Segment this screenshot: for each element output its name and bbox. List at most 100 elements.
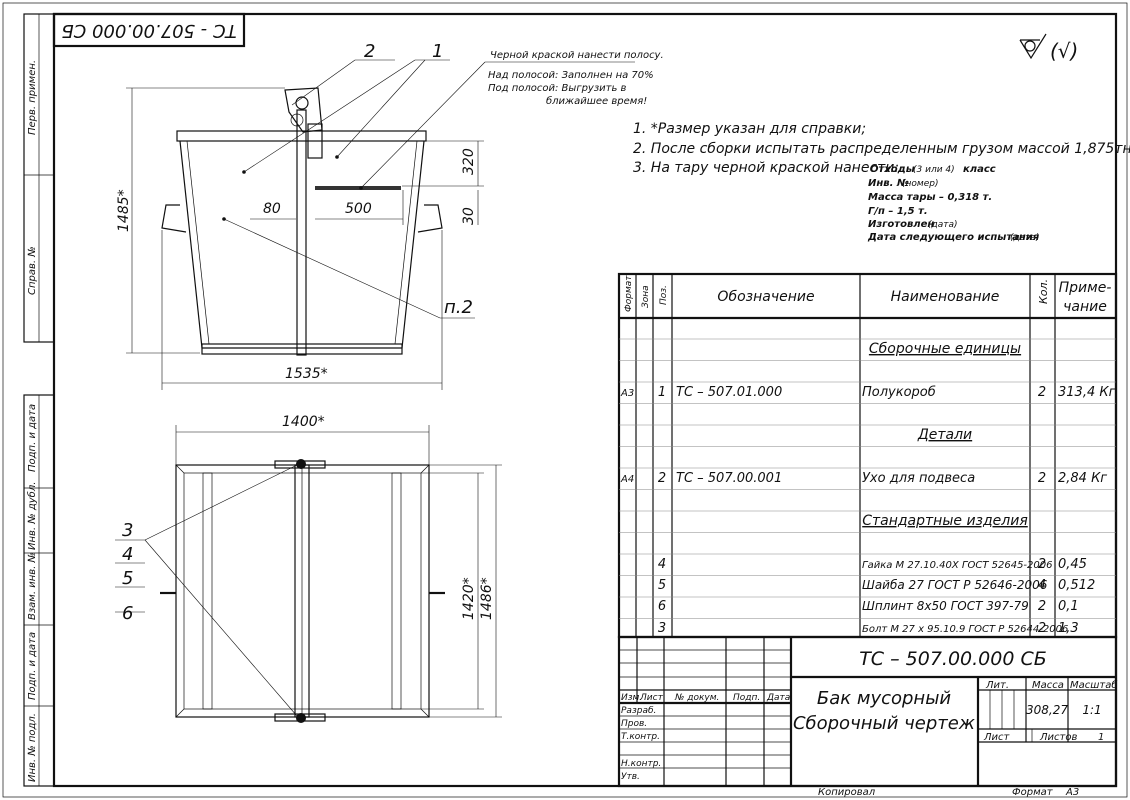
spec-row-format: А3 [620, 388, 634, 399]
note-3f-bold: Дата следующего испытания [867, 232, 1040, 243]
spec-header-note-2: чание [1063, 299, 1107, 315]
spec-row-name: Болт М 27 х 95.10.9 ГОСТ Р 52644-2006 [862, 624, 1068, 635]
rotated-designation-box: ТС - 507.00.000 СБ [52, 12, 246, 48]
label-scale: Масштаб [1070, 679, 1118, 691]
spec-row-pos: 1 [658, 385, 666, 400]
spec-row-note: 1,3 [1058, 621, 1079, 636]
roughness-mark: (√) [1019, 33, 1078, 63]
col-sign: Подп. [733, 693, 760, 703]
spec-row-name: Ухо для подвеса [862, 471, 975, 486]
dim-1535: 1535* [285, 366, 328, 382]
value-format: А3 [1065, 787, 1079, 798]
paint-stripe [315, 186, 401, 190]
label-sheet: Лист [983, 732, 1011, 743]
note-1: 1. *Размер указан для справки; [633, 121, 866, 137]
side-stamp-label-1: Перв. примен. [27, 60, 38, 135]
side-stamp-label-7: Инв. № подл. [27, 713, 38, 782]
note-3e-bold: Изготовлен [868, 219, 934, 230]
spec-header-qty: Кол. [1037, 279, 1050, 304]
side-stamp-label-2: Справ. № [27, 246, 38, 295]
rotated-designation: ТС - 507.00.000 СБ [61, 20, 236, 41]
spec-row-pos: 4 [658, 557, 666, 572]
label-format: Формат [1012, 787, 1054, 798]
note-3b-bold: Инв. № [868, 178, 909, 189]
spec-row-note: 0,512 [1058, 578, 1095, 593]
spec-row-pos: 2 [658, 471, 666, 486]
spec-row-pos: 5 [658, 578, 666, 593]
spec-row-qty: 2 [1038, 385, 1046, 400]
callout-3: 3 [122, 520, 133, 541]
spec-row-note: 2,84 Кг [1058, 471, 1107, 486]
roughness-text: (√) [1050, 39, 1078, 63]
dim-1400: 1400* [282, 414, 325, 430]
spec-header-format: Формат [624, 275, 634, 312]
note-3f-small: (дата) [1010, 233, 1040, 243]
spec-row-qty: 2 [1038, 471, 1046, 486]
side-stamp-label-4: Инв. № дубл. [26, 482, 38, 550]
label-kopiroval: Копировал [818, 787, 876, 798]
col-date: Дата [766, 693, 790, 703]
dim-30: 30 [461, 207, 477, 225]
spec-row-pos: 6 [658, 599, 666, 614]
spec-header-designation: Обозначение [717, 289, 814, 305]
spec-row-pos: 3 [658, 621, 666, 636]
spec-row-designation: ТС – 507.01.000 [676, 385, 782, 400]
callout-2: 2 [364, 41, 375, 62]
paint-note-line-1: Черной краской нанести полосу. [490, 50, 664, 61]
title-line-1: Бак мусорный [817, 688, 952, 709]
spec-row-designation: ТС – 507.00.001 [676, 471, 782, 486]
callout-p2: п.2 [444, 297, 473, 318]
note-3d: Г/п – 1,5 т. [868, 206, 928, 217]
row-utv: Утв. [621, 772, 640, 782]
spec-row-name: Полукороб [862, 385, 936, 400]
title-block: ТС – 507.00.000 СБ Бак мусорный Сборочны… [617, 635, 1118, 788]
value-sheets: 1 [1098, 732, 1104, 743]
side-stamp: Перв. примен. Справ. № Подп. и дата Инв.… [23, 13, 55, 787]
title-line-2: Сборочный чертеж [793, 713, 976, 734]
note-3e-small: (дата) [928, 220, 958, 230]
side-stamp-label-5: Взам. инв. № [27, 552, 38, 620]
title-designation: ТС – 507.00.000 СБ [859, 648, 1047, 670]
note-3a-small: (3 или 4) [913, 165, 955, 175]
spec-section-title: Детали [917, 427, 972, 443]
specification-table: Формат Зона Поз. Обозначение Наименовани… [617, 272, 1118, 639]
dim-500: 500 [345, 201, 372, 217]
dim-320: 320 [461, 148, 477, 175]
spec-header-name: Наименование [891, 289, 1000, 305]
note-3a-bold: Отходы [870, 164, 915, 175]
col-izm: Изм. [621, 693, 642, 703]
spec-row-qty: 4 [1038, 578, 1046, 593]
spec-header-zone: Зона [641, 285, 651, 308]
callout-6: 6 [122, 603, 133, 624]
row-razrab: Разраб. [621, 706, 656, 716]
value-scale: 1:1 [1082, 703, 1101, 717]
spec-row-name: Шплинт 8х50 ГОСТ 397-79 [862, 599, 1029, 613]
top-view: 3 4 5 6 1400* 1420* 1486* [115, 414, 502, 723]
paint-note-line-2: Над полосой: Заполнен на 70% [488, 70, 654, 81]
dim-80: 80 [263, 201, 281, 217]
dim-1485: 1485* [116, 189, 132, 232]
col-list: Лист [639, 693, 664, 703]
dim-1486: 1486* [479, 577, 495, 620]
callout-4: 4 [122, 544, 133, 565]
paint-note-line-4: ближайшее время! [546, 95, 647, 107]
spec-row-name: Шайба 27 ГОСТ Р 52646-2006 [862, 578, 1048, 592]
label-sheets: Листов [1039, 732, 1077, 743]
spec-header-pos: Поз. [659, 285, 669, 305]
paint-note: Черной краской нанести полосу. Над полос… [488, 50, 664, 107]
drawing-frame [52, 12, 1118, 788]
callout-1: 1 [432, 41, 443, 62]
note-3: 3. На тару черной краской нанести: [633, 160, 899, 176]
side-stamp-label-6: Подп. и дата [27, 632, 38, 700]
row-nkontr: Н.контр. [621, 759, 661, 769]
note-3b-small: (номер) [902, 179, 938, 189]
spec-header-note-1: Приме- [1059, 280, 1112, 296]
note-3a-end: класс [963, 164, 996, 175]
technical-notes: 1. *Размер указан для справки; 2. После … [633, 121, 1130, 243]
dim-1420: 1420* [461, 577, 477, 620]
front-view: 2 1 п.2 1485* 1535* 80 500 320 [116, 41, 635, 390]
paint-note-line-3: Под полосой: Выгрузить в [488, 83, 627, 94]
